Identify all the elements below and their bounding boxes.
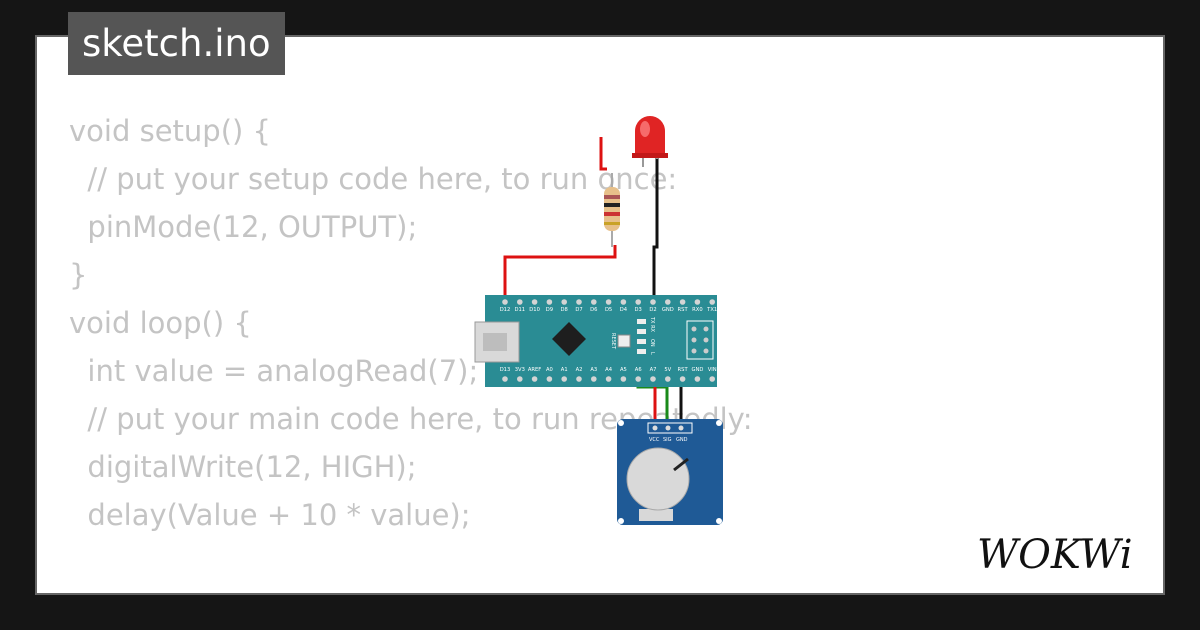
top-pin-label: RX0 bbox=[692, 307, 702, 313]
wire-led-gnd bbox=[652, 155, 659, 303]
bottom-pin-label: VIN bbox=[708, 367, 717, 373]
pot-pin-label-gnd: GND bbox=[676, 437, 688, 443]
reset-label: RESET bbox=[610, 333, 616, 350]
code-line: } bbox=[69, 258, 88, 292]
top-pin-label: RST bbox=[678, 307, 689, 313]
top-pin[interactable] bbox=[635, 299, 641, 305]
top-pin[interactable] bbox=[620, 299, 627, 305]
preview-card: void setup() { // put your setup code he… bbox=[35, 35, 1165, 595]
bottom-pin-label: A4 bbox=[605, 367, 613, 373]
top-pin[interactable] bbox=[576, 299, 582, 305]
top-pin-label: D8 bbox=[561, 307, 568, 313]
code-line: delay(Value + 10 * value); bbox=[69, 498, 471, 532]
bottom-pin-label: A2 bbox=[576, 367, 583, 373]
code-line: // put your main code here, to run repea… bbox=[69, 402, 753, 436]
wire-d12-resistor bbox=[503, 245, 617, 303]
pot-knob-indicator bbox=[673, 457, 689, 472]
top-pin[interactable] bbox=[517, 299, 523, 305]
top-pin-label: D7 bbox=[575, 307, 582, 313]
code-line: void setup() { bbox=[69, 114, 271, 148]
reset-button[interactable] bbox=[617, 334, 631, 348]
top-pin[interactable] bbox=[679, 299, 686, 305]
bottom-pin[interactable] bbox=[531, 376, 538, 382]
bottom-pin[interactable] bbox=[517, 376, 523, 382]
top-pin-label: D5 bbox=[605, 307, 612, 313]
bottom-pin-label: D13 bbox=[500, 367, 511, 373]
icsp-header bbox=[686, 320, 714, 360]
bottom-pin-label: GND bbox=[691, 367, 703, 373]
top-pin-label: D9 bbox=[546, 307, 553, 313]
top-pin[interactable] bbox=[561, 299, 567, 305]
file-tab-title[interactable]: sketch.ino bbox=[68, 12, 285, 75]
top-pin[interactable] bbox=[546, 299, 553, 305]
bottom-pin[interactable] bbox=[679, 376, 686, 382]
top-pin-label: D12 bbox=[500, 307, 511, 313]
code-line: int value = analogRead(7); bbox=[69, 354, 479, 388]
top-pin-label: D2 bbox=[649, 307, 656, 313]
top-pin[interactable] bbox=[665, 299, 671, 305]
bottom-pin[interactable] bbox=[546, 376, 553, 382]
pot-pin-label-vcc: VCC bbox=[649, 437, 660, 443]
pot-pin-label-sig: SIG bbox=[663, 437, 672, 443]
l-label: L bbox=[649, 352, 655, 355]
potentiometer[interactable]: VCC SIG GND bbox=[617, 419, 723, 525]
bottom-pin[interactable] bbox=[591, 376, 597, 382]
top-pin[interactable] bbox=[709, 299, 715, 305]
top-pin[interactable] bbox=[694, 299, 701, 305]
tx-rx-label: TX RX bbox=[649, 316, 655, 333]
bottom-pin-label: A0 bbox=[546, 367, 553, 373]
wokwi-logo-text: WOKWi bbox=[977, 532, 1133, 578]
bottom-pin[interactable] bbox=[709, 376, 715, 382]
code-line: digitalWrite(12, HIGH); bbox=[69, 450, 417, 484]
wire-led-anode bbox=[599, 137, 607, 171]
bottom-pin-label: A5 bbox=[620, 367, 627, 373]
bottom-pin[interactable] bbox=[605, 376, 612, 382]
on-label: ON bbox=[649, 339, 655, 347]
code-line: // put your setup code here, to run once… bbox=[69, 162, 678, 196]
top-pin[interactable] bbox=[531, 299, 538, 305]
top-pin-label: D6 bbox=[590, 307, 597, 313]
resistor[interactable] bbox=[604, 173, 620, 247]
bottom-pin-label: A3 bbox=[590, 367, 597, 373]
code-line: void loop() { bbox=[69, 306, 252, 340]
top-pin-label: GND bbox=[662, 307, 674, 313]
bottom-pin[interactable] bbox=[635, 376, 641, 382]
top-pin[interactable] bbox=[650, 299, 656, 305]
mcu-chip bbox=[552, 322, 586, 356]
bottom-pin[interactable] bbox=[561, 376, 567, 382]
top-pin-label: TX1 bbox=[706, 307, 717, 313]
bottom-pin[interactable] bbox=[576, 376, 582, 382]
wokwi-logo[interactable]: WOKWi bbox=[975, 528, 1150, 578]
bottom-pin[interactable] bbox=[502, 376, 508, 382]
pot-knob[interactable] bbox=[626, 447, 690, 511]
bottom-pin[interactable] bbox=[650, 376, 656, 382]
top-pin[interactable] bbox=[502, 299, 508, 305]
bottom-pin-label: A1 bbox=[561, 367, 568, 373]
top-pin-label: D11 bbox=[514, 307, 525, 313]
bottom-pin-label: 5V bbox=[664, 367, 671, 373]
top-pin-label: D3 bbox=[635, 307, 642, 313]
led[interactable] bbox=[632, 116, 668, 167]
bottom-pin[interactable] bbox=[665, 376, 671, 382]
top-pin[interactable] bbox=[591, 299, 597, 305]
top-pin-label: D10 bbox=[529, 307, 540, 313]
bottom-pin-label: A7 bbox=[650, 367, 657, 373]
code-editor: void setup() { // put your setup code he… bbox=[69, 107, 753, 539]
bottom-pin-label: 3V3 bbox=[515, 367, 525, 373]
bottom-pin-label: A6 bbox=[635, 367, 642, 373]
top-pin[interactable] bbox=[605, 299, 612, 305]
bottom-pin-label: RST bbox=[678, 367, 689, 373]
bottom-pin-label: AREF bbox=[528, 367, 541, 373]
bottom-pin[interactable] bbox=[620, 376, 627, 382]
code-line: pinMode(12, OUTPUT); bbox=[69, 210, 418, 244]
bottom-pin[interactable] bbox=[694, 376, 701, 382]
top-pin-label: D4 bbox=[620, 307, 628, 313]
